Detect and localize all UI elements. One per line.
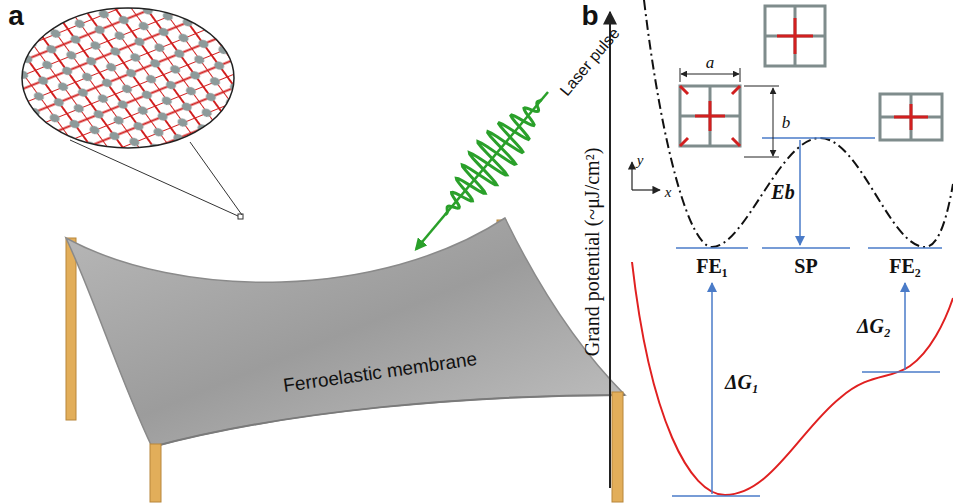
state-label: SP	[794, 256, 817, 276]
state-label: FE₂	[889, 256, 921, 276]
dimension-label: a	[706, 54, 715, 71]
panel-letter: a	[8, 2, 24, 30]
state-label: FE₁	[696, 256, 728, 276]
axis-title: Grand potential (~μJ/cm²)	[582, 148, 602, 357]
energy-label: ΔG₁	[725, 372, 759, 392]
dimension-label: b	[782, 114, 791, 131]
axis-label: x	[665, 185, 672, 200]
axis-label: y	[637, 153, 644, 168]
panel-letter: b	[581, 2, 598, 30]
laser-label: Laser pulse	[557, 25, 622, 99]
energy-label: ΔG₂	[857, 316, 891, 336]
energy-label: Eb	[771, 182, 794, 202]
